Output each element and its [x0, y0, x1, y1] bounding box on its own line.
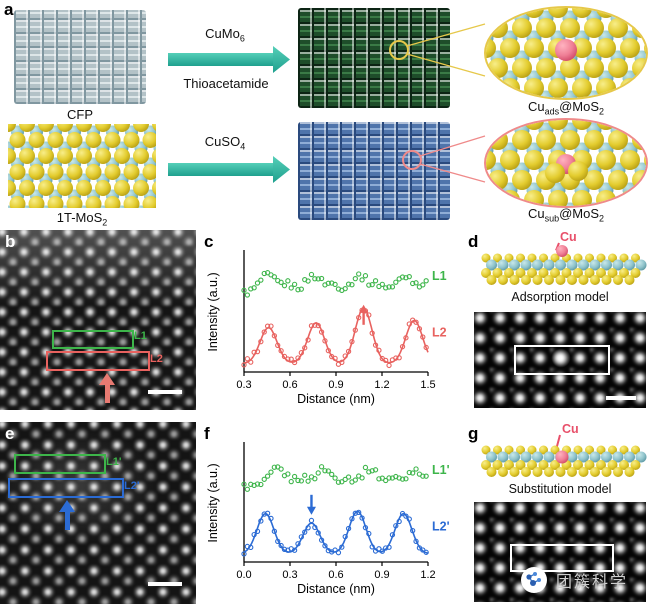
- svg-text:1.5: 1.5: [420, 379, 435, 391]
- cu-atom-label: Cu: [560, 230, 577, 244]
- cusub-product-label: Cusub@MoS2: [527, 206, 605, 224]
- reaction2-reagent-label: CuSO4: [204, 134, 246, 152]
- svg-text:0.3: 0.3: [282, 569, 297, 581]
- arrow-head: [273, 46, 290, 73]
- cusub-mos2-weave-structure: [298, 122, 450, 220]
- cuads-product-label: Cuads@MoS2: [527, 99, 605, 117]
- stem-image-substitution: e L1' L2': [0, 422, 196, 604]
- sim-roi-box: [510, 544, 614, 572]
- roi-label-L1p: L1': [106, 456, 122, 468]
- panel-e-letter: e: [5, 424, 15, 443]
- svg-text:0.6: 0.6: [328, 569, 343, 581]
- simulated-stem-adsorption: [474, 312, 646, 408]
- cuads-lattice-model: [486, 8, 646, 98]
- svg-text:1.2: 1.2: [420, 569, 435, 581]
- roi-label-L2p: L2': [124, 480, 140, 492]
- panel-d-letter: d: [468, 232, 479, 251]
- svg-text:Intensity (a.u.): Intensity (a.u.): [206, 272, 220, 351]
- roi-box-L1: [52, 330, 134, 349]
- arrow-body: [168, 53, 273, 66]
- simulated-stem-substitution: [474, 502, 646, 602]
- cfp-label: CFP: [67, 107, 93, 122]
- cu-atom-label: Cu: [562, 422, 579, 436]
- svg-text:0.9: 0.9: [328, 379, 343, 391]
- arrow-head: [273, 156, 290, 183]
- svg-text:L1: L1: [432, 269, 447, 283]
- stem-atom-pattern: [0, 422, 196, 604]
- roi-box-L2p: [8, 478, 124, 498]
- svg-text:0.6: 0.6: [282, 379, 297, 391]
- scale-bar: [148, 390, 182, 394]
- panel-a-letter: a: [4, 0, 14, 19]
- adsorption-model-structure: [481, 245, 647, 285]
- panel-f-letter: f: [204, 424, 210, 443]
- sim-atom-pattern: [474, 312, 646, 408]
- sim-atom-pattern: [474, 502, 646, 602]
- mos2-label: 1T-MoS2: [56, 210, 108, 228]
- cusub-zoom-ellipse: [484, 118, 648, 208]
- reaction1-reagent-label: CuMo6: [205, 26, 245, 44]
- panel-d: d Cu Adsorption model: [462, 230, 658, 414]
- watermark-text: 团簇科学: [556, 574, 629, 591]
- arrow-body: [168, 163, 273, 176]
- cusub-lattice-model: [486, 120, 646, 206]
- panel-c-letter: c: [204, 232, 214, 251]
- roi-box-L2: [46, 351, 150, 371]
- cluster-logo-icon: [521, 567, 547, 593]
- reaction1-arrow: [168, 46, 290, 73]
- mos2-lattice-model: [8, 124, 156, 208]
- panel-g-letter: g: [468, 424, 479, 443]
- svg-text:L2: L2: [432, 325, 447, 339]
- substitution-model-label: Substitution model: [508, 482, 612, 496]
- roi-box-L1p: [14, 454, 106, 474]
- svg-text:L1': L1': [432, 463, 450, 477]
- sim-roi-box: [514, 345, 610, 375]
- panel-g: g Cu Substitution model: [462, 422, 658, 606]
- substitution-model-structure: [481, 445, 647, 477]
- svg-text:0.3: 0.3: [236, 379, 251, 391]
- bright-cu-spot: [551, 348, 571, 368]
- cuads-mos2-weave-structure: [298, 8, 450, 108]
- stem-atom-pattern: [0, 230, 196, 410]
- cuads-zoom-ellipse: [484, 6, 648, 100]
- reaction2-arrow: [168, 156, 290, 183]
- roi-label-L2: L2: [150, 353, 163, 365]
- cfp-weave-structure: [14, 10, 146, 104]
- stem-image-adsorption: b L1 L2: [0, 230, 196, 410]
- scale-bar: [606, 396, 636, 400]
- svg-text:Distance (nm): Distance (nm): [297, 392, 375, 406]
- reaction1-condition-label: Thioacetamide: [183, 76, 269, 91]
- svg-text:Distance (nm): Distance (nm): [297, 582, 375, 596]
- svg-text:0.0: 0.0: [236, 569, 251, 581]
- cu-site-arrow: [98, 373, 116, 403]
- svg-text:Intensity (a.u.): Intensity (a.u.): [206, 463, 220, 542]
- svg-text:0.9: 0.9: [374, 569, 389, 581]
- scale-bar: [148, 582, 182, 586]
- panel-b-letter: b: [5, 232, 16, 251]
- svg-text:1.2: 1.2: [374, 379, 389, 391]
- adsorption-model-label: Adsorption model: [511, 290, 609, 304]
- stem-bright-region: [0, 422, 196, 604]
- svg-text:L2': L2': [432, 520, 450, 534]
- watermark: 团簇科学: [520, 566, 628, 594]
- cu-site-arrow: [58, 500, 76, 530]
- roi-label-L1: L1: [134, 330, 147, 342]
- stem-bright-region: [0, 230, 196, 410]
